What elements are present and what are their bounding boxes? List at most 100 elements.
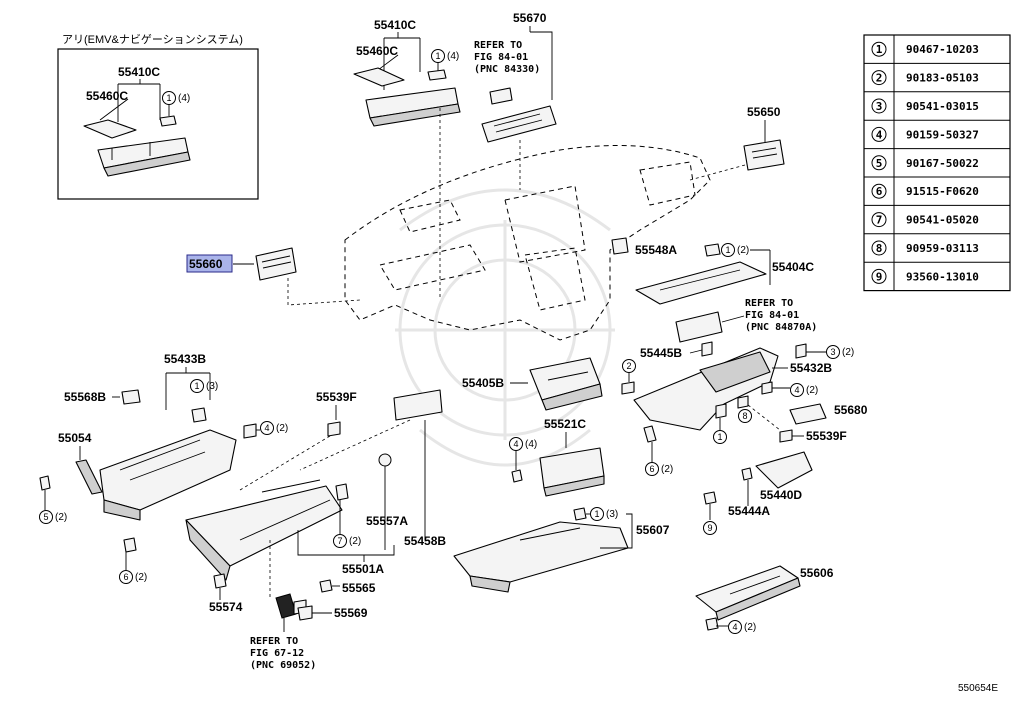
svg-text:(PNC 69052): (PNC 69052) [250,660,316,671]
svg-text:(2): (2) [744,622,756,633]
svg-text:(4): (4) [525,439,537,450]
svg-text:(2): (2) [135,572,147,583]
svg-text:(3): (3) [606,509,618,520]
label-55548a: 55548A [635,243,677,257]
table-callout-num: 8 [876,242,883,255]
instrument-panel-outline [344,145,711,341]
svg-text:(4): (4) [178,93,190,104]
svg-text:FIG 67-12: FIG 67-12 [250,648,304,659]
svg-text:2: 2 [626,361,631,371]
label-55410c: 55410C [374,18,416,32]
svg-text:1: 1 [594,509,599,519]
svg-text:1: 1 [725,245,730,255]
table-callout-num: 3 [876,100,883,113]
table-part-number: 90183-05103 [906,72,979,85]
svg-text:(3): (3) [206,381,218,392]
label-55405b: 55405B [462,376,504,390]
label-55444a: 55444A [728,504,770,518]
label-55606: 55606 [800,566,834,580]
part-55521c: 55521C 4 (4) [509,417,605,497]
inset-label-55410c: 55410C [118,65,160,79]
svg-text:(2): (2) [276,423,288,434]
part-55432b-group: 55445B 2 55432B 3 (2) 4 (2) 8 1 [621,341,854,444]
svg-text:(4): (4) [447,51,459,62]
label-55569: 55569 [334,606,368,620]
label-55054: 55054 [58,431,92,445]
label-55460c: 55460C [356,44,398,58]
inset-emv-navigation: アリ(EMV&ナビゲーションシステム) 55410C 55460C 1 (4) [57,33,259,200]
svg-text:(2): (2) [55,512,67,523]
table-callout-num: 9 [876,270,883,283]
label-55539f-right: 55539F [806,429,847,443]
table-callout-num: 4 [876,128,883,141]
part-55440d: 55440D 55444A 9 [703,451,813,535]
svg-text:5: 5 [43,512,48,522]
svg-text:4: 4 [794,385,799,395]
svg-text:3: 3 [830,347,835,357]
svg-text:4: 4 [264,423,269,433]
svg-text:4: 4 [732,622,737,632]
label-55680: 55680 [834,403,868,417]
label-55432b: 55432B [790,361,832,375]
svg-text:REFER TO: REFER TO [745,298,793,309]
table-callout-num: 1 [876,43,883,56]
svg-text:9: 9 [707,523,712,533]
label-55458b: 55458B [404,534,446,548]
part-55433b: 55433B 1 (3) 55568B 4 (2) [64,352,288,521]
label-55501a: 55501A [342,562,384,576]
part-55410c-group: 55410C 55460C 1 (4) [353,18,461,300]
label-55574: 55574 [209,600,243,614]
part-55539f-left: 55539F [239,390,357,491]
part-55607: 1 (3) 55607 [453,507,670,593]
ref-84870a: REFER TO FIG 84-01 (PNC 84870A) [675,298,817,343]
inset-title: アリ(EMV&ナビゲーションシステム) [62,33,243,46]
label-55440d: 55440D [760,488,802,502]
table-callout-num: 5 [876,157,883,170]
label-55568b: 55568B [64,390,106,404]
label-55557a: 55557A [366,514,408,528]
table-frame [863,34,1011,292]
svg-text:1: 1 [435,51,440,61]
svg-text:(2): (2) [349,536,361,547]
diagram-id: 550654E [958,683,998,694]
svg-text:4: 4 [513,439,518,449]
watermark-emblem [395,188,615,467]
part-55054: 55054 5 (2) 6 (2) [39,431,147,584]
svg-text:(2): (2) [806,385,818,396]
table-part-number: 90159-50327 [906,128,979,141]
label-55660: 55660 [189,257,223,271]
label-55565: 55565 [342,581,376,595]
label-55433b: 55433B [164,352,206,366]
part-55404c: 1 (2) 55404C [635,243,814,305]
label-55607: 55607 [636,523,670,537]
part-55650-vent: 55650 [689,105,785,181]
svg-text:(2): (2) [842,347,854,358]
ref-84330-line3: (PNC 84330) [474,64,540,75]
ref-84330-line2: FIG 84-01 [474,52,528,63]
svg-text:(2): (2) [661,464,673,475]
table-row: 4 90159-50327 [864,119,1010,142]
svg-text:1: 1 [166,93,171,103]
table-row: 1 90467-10203 [871,41,979,57]
part-55501a-glovebox: 55557A 7 (2) 55501A 55565 [185,453,408,600]
part-55569-lock: 55569 REFER TO FIG 67-12 (PNC 69052) [250,593,368,671]
svg-text:1: 1 [717,432,722,442]
highlight-55660 [186,254,233,273]
table-part-number: 90541-05020 [906,214,979,227]
part-55660-vent: 55660 [186,247,361,306]
svg-text:REFER TO: REFER TO [250,636,298,647]
part-55405b: 55405B [462,357,603,411]
table-part-number: 90959-03113 [906,242,979,255]
label-55539f-left: 55539F [316,390,357,404]
label-55650: 55650 [747,105,781,119]
inset-callout-1: 1 (4) [162,91,190,116]
table-part-number: 90467-10203 [906,43,979,56]
ref-84330-line1: REFER TO [474,40,522,51]
